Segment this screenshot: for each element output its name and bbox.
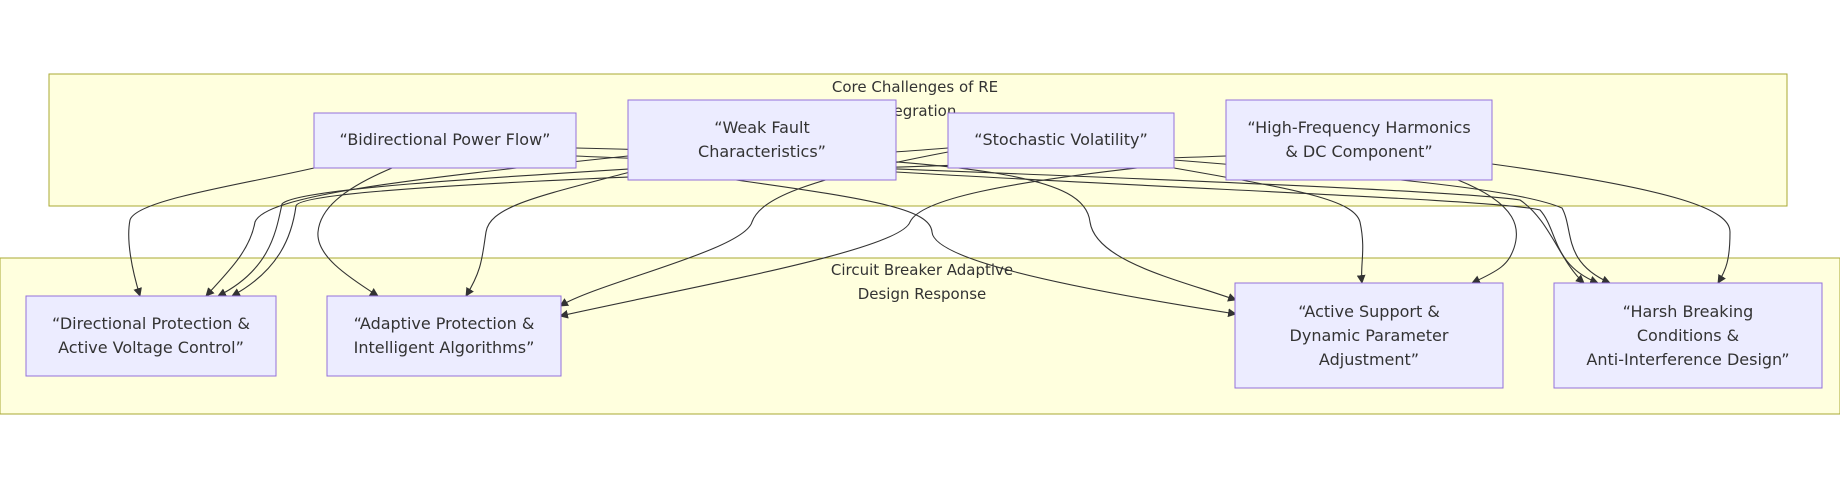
edge-weakfault-active-support bbox=[735, 179, 1237, 318]
node-harsh-label-3: Anti-Interference Design” bbox=[1586, 350, 1789, 369]
node-stochastic-label: “Stochastic Volatility” bbox=[974, 130, 1148, 149]
cluster-core-challenges: Core Challenges of RE Integration bbox=[48, 73, 1788, 207]
node-bidirectional-power-flow: “Bidirectional Power Flow” bbox=[313, 112, 577, 169]
node-harsh-label-1: “Harsh Breaking bbox=[1623, 302, 1754, 321]
edge-weakfault-directional bbox=[205, 155, 629, 297]
node-adaptive-label-1: “Adaptive Protection & bbox=[354, 314, 535, 333]
cluster-breaker-response: Circuit Breaker Adaptive Design Response bbox=[0, 257, 1840, 415]
node-active-support-label-3: Adjustment” bbox=[1319, 350, 1419, 369]
edge-weakfault-adaptive bbox=[465, 171, 631, 297]
node-active-support-label-2: Dynamic Parameter bbox=[1290, 326, 1449, 345]
node-stochastic-volatility: “Stochastic Volatility” bbox=[947, 112, 1175, 169]
node-weak-fault-characteristics: “Weak Fault Characteristics” bbox=[627, 99, 897, 181]
node-weak-fault-label-1: “Weak Fault bbox=[714, 118, 810, 137]
node-weak-fault-box bbox=[627, 99, 897, 181]
cluster-breaker-response-label-2: Design Response bbox=[858, 285, 987, 303]
node-adaptive-box bbox=[326, 295, 562, 377]
node-directional-label-2: Active Voltage Control” bbox=[58, 338, 244, 357]
edges bbox=[128, 147, 1731, 319]
node-harsh-label-2: Conditions & bbox=[1637, 326, 1739, 345]
node-harmonics-label-1: “High-Frequency Harmonics bbox=[1247, 118, 1470, 137]
edge-bidirectional-directional bbox=[128, 167, 315, 297]
edge-bidirectional-adaptive bbox=[317, 167, 393, 297]
node-adaptive-protection: “Adaptive Protection & Intelligent Algor… bbox=[326, 295, 562, 377]
node-active-support: “Active Support & Dynamic Parameter Adju… bbox=[1234, 282, 1504, 389]
node-harmonics-box bbox=[1225, 99, 1493, 181]
node-directional-box bbox=[25, 295, 277, 377]
edge-harmonics-adaptive bbox=[559, 163, 1175, 319]
node-directional-label-1: “Directional Protection & bbox=[52, 314, 250, 333]
edge-weakfault-harsh bbox=[895, 171, 1599, 285]
cluster-breaker-response-box bbox=[0, 257, 1840, 415]
node-weak-fault-label-2: Characteristics” bbox=[698, 142, 826, 161]
node-bidirectional-label: “Bidirectional Power Flow” bbox=[340, 130, 551, 149]
cluster-core-challenges-label-1: Core Challenges of RE bbox=[832, 78, 998, 96]
node-stochastic-box bbox=[947, 112, 1175, 169]
node-bidirectional-box bbox=[313, 112, 577, 169]
node-harsh-breaking: “Harsh Breaking Conditions & Anti-Interf… bbox=[1553, 282, 1823, 389]
edge-stochastic-active-support bbox=[1173, 167, 1366, 284]
node-high-frequency-harmonics: “High-Frequency Harmonics & DC Component… bbox=[1225, 99, 1493, 181]
node-active-support-label-1: “Active Support & bbox=[1298, 302, 1440, 321]
node-active-support-box bbox=[1234, 282, 1504, 389]
node-harsh-box bbox=[1553, 282, 1823, 389]
edge-harmonics-active-support bbox=[1457, 179, 1517, 284]
cluster-breaker-response-label-1: Circuit Breaker Adaptive bbox=[831, 261, 1013, 279]
node-directional-protection: “Directional Protection & Active Voltage… bbox=[25, 295, 277, 377]
edge-harmonics-harsh bbox=[1491, 163, 1731, 284]
node-adaptive-label-2: Intelligent Algorithms” bbox=[354, 338, 535, 357]
node-harmonics-label-2: & DC Component” bbox=[1285, 142, 1432, 161]
